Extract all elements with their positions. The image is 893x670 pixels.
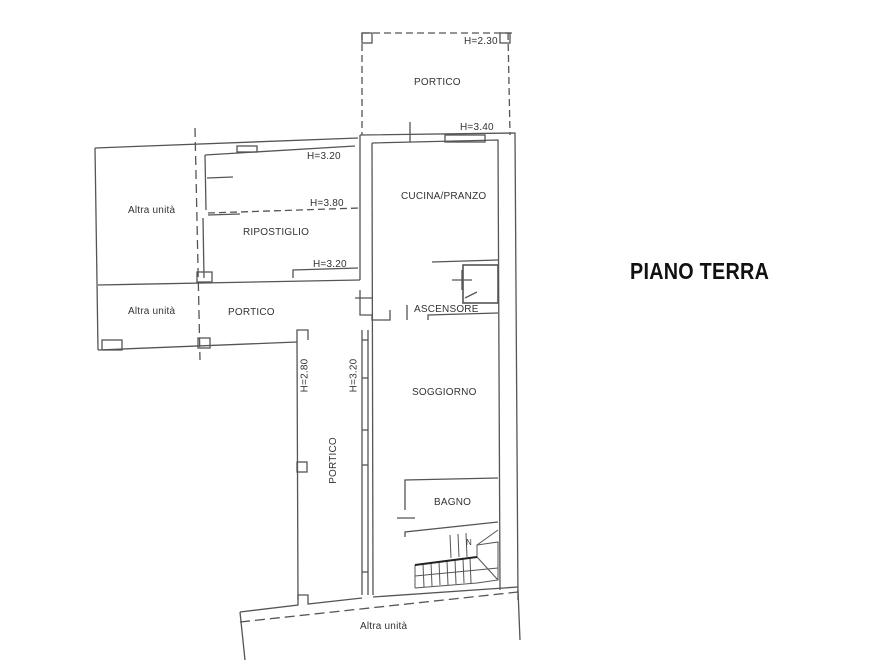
height-label-storage-upper: H=3.20	[307, 151, 341, 162]
room-label-portico-mid: PORTICO	[228, 307, 275, 318]
room-label-soggiorno: SOGGIORNO	[412, 387, 477, 398]
room-label-cucina-pranzo: CUCINA/PRANZO	[401, 191, 487, 202]
room-label-ripostiglio: RIPOSTIGLIO	[243, 227, 310, 238]
floor-title: PIANO TERRA	[630, 258, 770, 284]
height-label-storage-mid: H=3.80	[310, 198, 344, 209]
room-label-ascensore: ASCENSORE	[414, 304, 479, 315]
room-label-altra-unita-bottom: Altra unità	[360, 621, 408, 632]
height-label-corridor: H=3.20	[348, 358, 360, 393]
height-label-ripostiglio: H=3.20	[313, 259, 347, 270]
height-label-portico-top: H=2.30	[464, 36, 498, 47]
room-label-altra-unita-mid: Altra unità	[128, 306, 176, 317]
portico-top-outline	[361, 32, 514, 136]
height-label-cucina-entry: H=3.40	[460, 122, 494, 133]
room-label-portico-side: PORTICO	[327, 437, 339, 484]
stair-direction-mark: N	[466, 538, 472, 547]
height-label-portico-side: H=2.80	[299, 358, 311, 393]
room-label-bagno: BAGNO	[434, 497, 472, 508]
room-label-altra-unita-top: Altra unità	[128, 205, 176, 216]
room-label-portico-top: PORTICO	[414, 77, 461, 88]
